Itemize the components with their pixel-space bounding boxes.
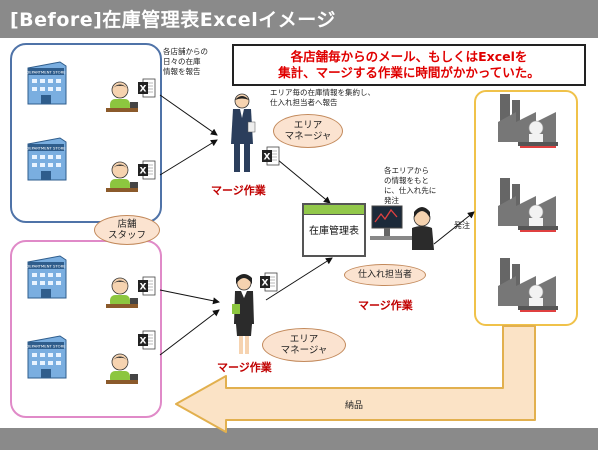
arrow-store2-to-area (159, 139, 218, 176)
merge-work-label-bottom: マージ作業 (217, 361, 272, 374)
excel-letter: X (264, 153, 271, 163)
arrow-area-top-to-sheet (271, 154, 331, 204)
merge-work-label-top: マージ作業 (211, 184, 266, 197)
purchase-staff-computer-icon (370, 205, 434, 250)
area-aggregate-note: エリア毎の在庫情報を集約し、 仕入れ担当者へ報告 (270, 88, 375, 107)
arrow-area-bottom-to-sheet (265, 257, 333, 301)
excel-letter: X (140, 167, 147, 177)
department-store-icon: DEPARTMENT STORE (26, 137, 67, 181)
excel-icon: X (138, 78, 156, 98)
inventory-sheet-title: 在庫管理表 (309, 226, 359, 237)
store-sign-text: DEPARTMENT STORE (26, 264, 66, 269)
store-staff-label: 店舗 スタッフ (94, 215, 160, 245)
arrow-store1-to-area (159, 94, 218, 136)
factory-icon (498, 94, 558, 148)
callout-line-1: 各店舗毎からのメール、もしくはExcelを (290, 49, 528, 64)
store-sign-text: DEPARTMENT STORE (26, 70, 66, 75)
problem-callout: 各店舗毎からのメール、もしくはExcelを 集計、マージする作業に時間がかかって… (232, 44, 586, 86)
excel-icon: X (138, 160, 156, 180)
store-staff-person-icon (106, 81, 138, 112)
area-manager-female-icon (232, 274, 254, 354)
page-title: [Before]在庫管理表Excelイメージ (10, 9, 336, 31)
store-staff-person-icon (106, 161, 138, 192)
callout-line-2: 集計、マージする作業に時間がかかっていた。 (278, 65, 540, 80)
area-manager-male-icon (231, 93, 256, 172)
store-group-bottom (10, 240, 162, 418)
title-bar (0, 0, 598, 38)
department-store-icon: DEPARTMENT STORE (26, 255, 67, 299)
area-manager-label-bottom: エリア マネージャ (262, 328, 346, 362)
excel-icon: X (138, 330, 156, 350)
store-sign-text: DEPARTMENT STORE (26, 146, 66, 151)
store-sign-text: DEPARTMENT STORE (26, 344, 66, 349)
excel-icon: X (260, 272, 278, 292)
arrow-store4-to-area (159, 309, 220, 356)
area-manager-label-top: エリア マネージャ (273, 114, 343, 148)
inventory-sheet: 在庫管理表 (302, 203, 366, 257)
excel-icon: X (138, 276, 156, 296)
excel-letter: X (140, 283, 147, 293)
store-staff-person-icon (106, 277, 138, 308)
inventory-sheet-header-band (304, 205, 364, 215)
department-store-icon: DEPARTMENT STORE (26, 335, 67, 379)
footer-bar (0, 428, 598, 450)
excel-icon: X (262, 146, 280, 166)
purchase-staff-label: 仕入れ担当者 (344, 264, 426, 286)
store-staff-person-icon (106, 353, 138, 384)
excel-letter: X (262, 279, 269, 289)
order-label: 発注 (454, 221, 470, 230)
delivery-label: 納品 (345, 401, 364, 411)
store-report-note: 各店舗からの 日々の在庫 情報を報告 (163, 47, 208, 76)
buyer-order-note: 各エリアから の情報をもと に、仕入れ先に 発注 (384, 166, 437, 205)
department-store-icon: DEPARTMENT STORE (26, 61, 67, 105)
excel-letter: X (140, 85, 147, 95)
factory-icon (498, 258, 558, 312)
merge-work-label-right: マージ作業 (358, 299, 413, 312)
arrow-store3-to-area (159, 289, 220, 305)
factory-icon (498, 178, 558, 232)
arrow-to-supplier (433, 211, 475, 245)
excel-letter: X (140, 337, 147, 347)
